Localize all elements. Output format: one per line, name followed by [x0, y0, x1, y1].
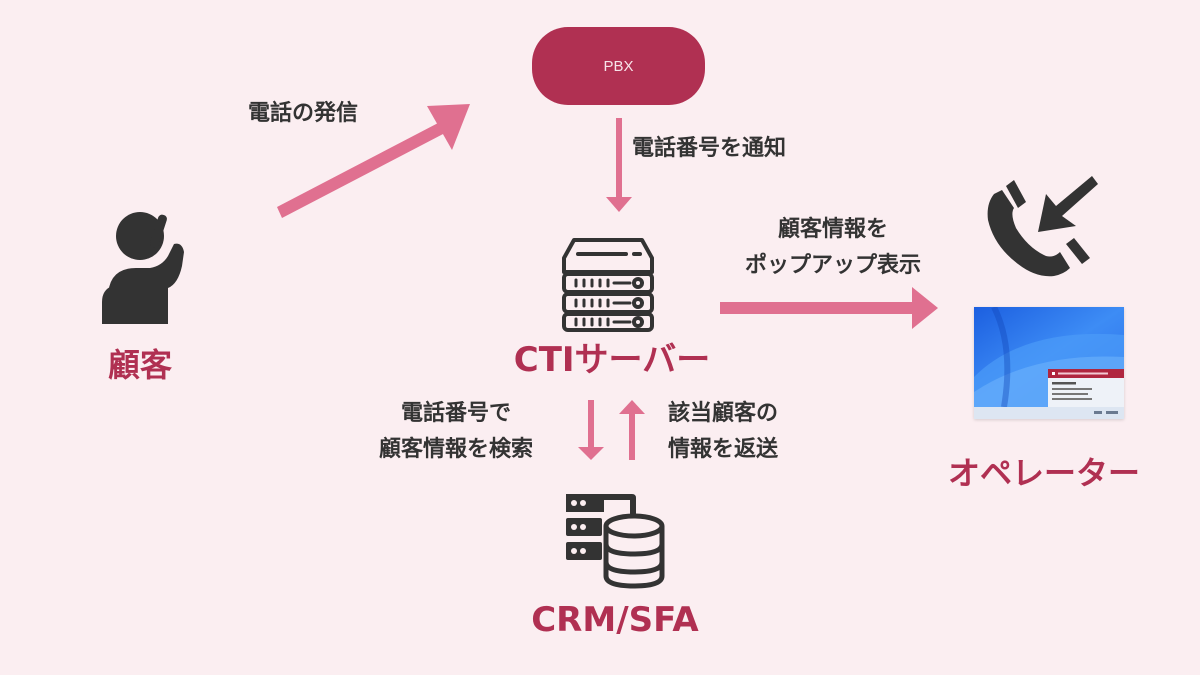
pbx-label: PBX	[603, 57, 634, 75]
crm-sfa-node	[564, 492, 668, 590]
arrow-customer-to-pbx	[277, 104, 470, 218]
operator-screen	[974, 307, 1124, 419]
database-server-icon	[566, 494, 665, 589]
caller-popup	[1048, 369, 1124, 407]
edge-label-return-line-1: 該当顧客の	[668, 401, 779, 426]
edge-label-notify-number: 電話番号を通知	[632, 136, 787, 161]
edge-label-search: 電話番号で 顧客情報を検索	[356, 396, 556, 468]
customer-node	[98, 206, 198, 326]
customer-label: 顧客	[108, 346, 173, 384]
pbx-node: PBX	[532, 27, 705, 105]
arrow-pbx-to-cti	[606, 118, 632, 212]
edge-label-search-line-1: 電話番号で	[400, 401, 511, 426]
edge-label-return: 該当顧客の 情報を返送	[668, 396, 778, 468]
edge-label-popup-line-1: 顧客情報を	[777, 217, 888, 242]
arrow-cti-to-operator	[720, 287, 938, 329]
operator-phone-node	[980, 164, 1100, 284]
crm-sfa-label: CRM/SFA	[531, 600, 699, 640]
server-rack-icon	[562, 238, 654, 332]
arrow-crm-to-cti	[619, 400, 645, 460]
person-on-phone-icon	[102, 212, 184, 324]
edge-label-popup-line-2: ポップアップ表示	[744, 253, 921, 278]
edge-label-popup: 顧客情報を ポップアップ表示	[706, 212, 960, 284]
edge-label-search-line-2: 顧客情報を検索	[378, 437, 533, 462]
cti-server-label: CTIサーバー	[513, 340, 711, 380]
operator-label: オペレーター	[948, 454, 1141, 492]
edge-label-call: 電話の発信	[248, 101, 359, 126]
cti-server-node	[560, 236, 656, 332]
incoming-call-icon	[987, 176, 1098, 277]
desktop-screen-with-caller-popup	[974, 307, 1124, 419]
arrow-cti-to-crm	[578, 400, 604, 460]
edge-label-return-line-2: 情報を返送	[668, 437, 779, 462]
